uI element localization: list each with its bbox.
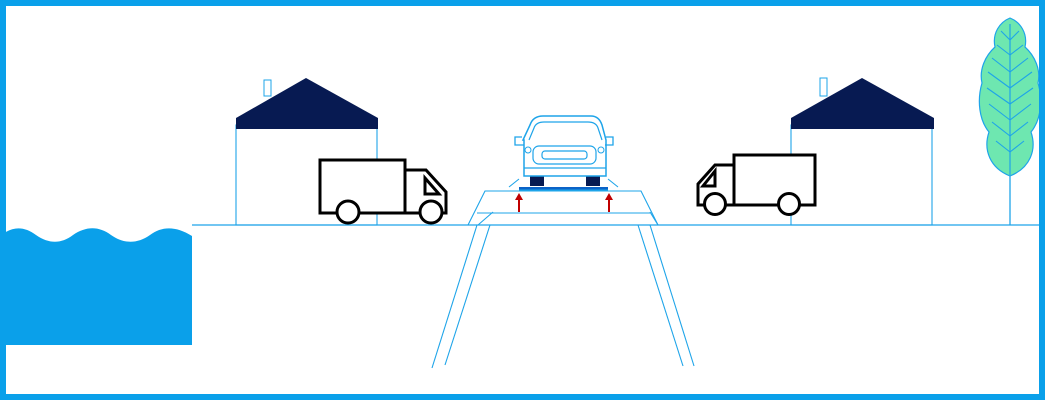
water-icon xyxy=(6,228,192,345)
flood-barrier xyxy=(431,190,695,369)
right-truck-icon xyxy=(696,153,817,216)
lift-platform xyxy=(508,178,619,191)
tree-icon xyxy=(978,17,1039,225)
left-truck-icon xyxy=(318,158,448,225)
up-arrow-icon xyxy=(515,193,613,212)
car-icon xyxy=(514,115,614,186)
